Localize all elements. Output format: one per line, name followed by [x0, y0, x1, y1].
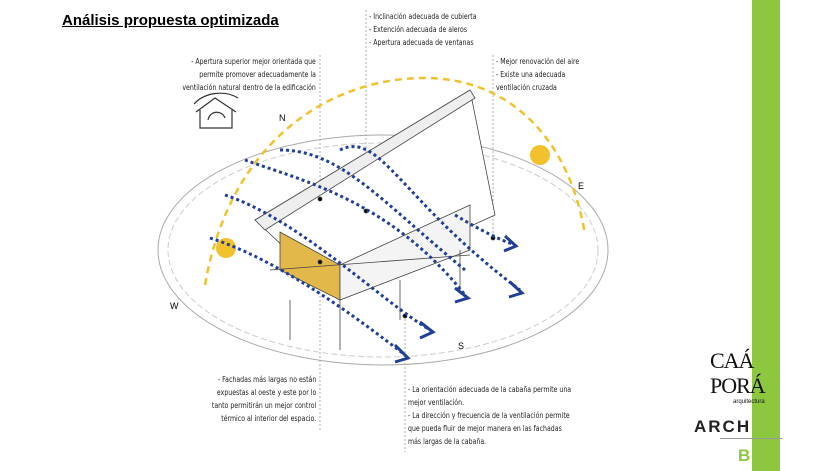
note-line: - Existe una adecuada	[496, 70, 566, 79]
note-bottom-right: - La orientación adecuada de la cabaña p…	[408, 383, 571, 448]
cabin-drawing	[254, 89, 496, 350]
compass-north: N	[279, 113, 286, 123]
logo-line: PORÁ	[710, 373, 766, 398]
note-line: - Inclinación adecuada de cubierta	[369, 12, 477, 21]
logo-divider	[720, 438, 782, 439]
note-line: - Extención adecuada de aleros	[369, 25, 468, 34]
note-line: - Fachadas más largas no están	[217, 375, 316, 384]
wind-flow-arrows	[209, 145, 521, 357]
note-line: - Mejor renovación del aire	[496, 57, 580, 66]
note-line: expuestas al oeste y este por lo	[216, 388, 316, 397]
page-title: Análisis propuesta optimizada	[62, 12, 279, 29]
logo-line: CAÁ	[710, 348, 754, 373]
note-top-center: - Inclinación adecuada de cubierta - Ext…	[369, 10, 477, 49]
note-line: que pueda fluir de mejor manera en las f…	[408, 424, 562, 433]
compass-south: S	[458, 341, 464, 351]
note-line: mejor ventilación.	[408, 398, 465, 407]
note-line: - Apertura adecuada de ventanas	[369, 38, 474, 47]
note-line: - La orientación adecuada de la cabaña p…	[408, 385, 572, 394]
caapora-logo: CAÁ PORÁ arquitectura	[710, 348, 766, 406]
compass-west: W	[170, 301, 179, 311]
note-top-left: - Apertura superior mejor orientada que …	[182, 55, 316, 94]
sun-icon-east	[530, 145, 550, 165]
compass-east: E	[578, 181, 584, 191]
note-line: permite promover adecuadamente la	[199, 70, 316, 79]
note-line: térmico al interior del espacio.	[220, 414, 316, 423]
logo-subtitle: arquitectura	[733, 399, 765, 405]
note-line: tanto permitirán un mejor control	[211, 401, 316, 410]
note-line: ventilación natural dentro de la edifica…	[182, 83, 316, 92]
archbio-logo-bio: BIO	[738, 446, 778, 465]
accent-bar	[752, 0, 780, 471]
roof-ventilation-icon	[193, 92, 239, 129]
note-line: - La dirección y frecuencia de la ventil…	[408, 411, 570, 420]
note-line: más largas de la cabaña.	[408, 437, 487, 446]
arrow-head-icons	[393, 234, 525, 364]
note-top-right: - Mejor renovación del aire - Existe una…	[496, 55, 579, 94]
note-line: - Apertura superior mejor orientada que	[191, 57, 316, 66]
sun-path	[203, 76, 587, 286]
archbio-logo-arch: ARCH	[694, 417, 752, 436]
note-line: ventilación cruzada	[496, 83, 557, 92]
note-bottom-left: - Fachadas más largas no están expuestas…	[212, 373, 316, 425]
